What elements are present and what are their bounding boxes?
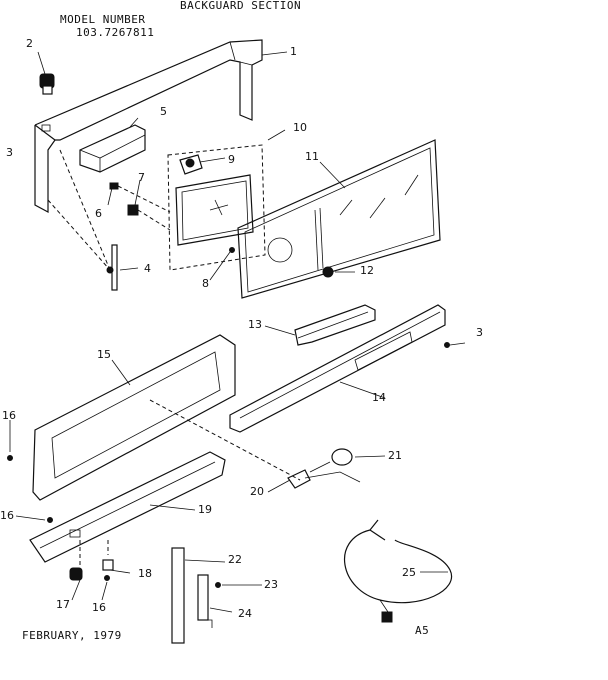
clock-assembly bbox=[167, 144, 266, 271]
callout-15: 15 bbox=[97, 348, 111, 361]
callout-17: 17 bbox=[56, 598, 70, 611]
callout-3-left: 3 bbox=[6, 146, 13, 159]
callout-1: 1 bbox=[290, 45, 297, 58]
callout-22: 22 bbox=[228, 553, 242, 566]
lamp-socket bbox=[287, 448, 361, 489]
callout-3-right: 3 bbox=[476, 326, 483, 339]
callout-24: 24 bbox=[238, 607, 252, 620]
side-strips bbox=[171, 547, 221, 644]
section-title: BACKGUARD SECTION bbox=[180, 0, 302, 12]
callout-5: 5 bbox=[160, 105, 167, 118]
callout-6: 6 bbox=[95, 207, 102, 220]
backguard-panel bbox=[34, 39, 263, 271]
model-label: MODEL NUMBER bbox=[60, 13, 146, 26]
callout-13: 13 bbox=[248, 318, 262, 331]
footer-code: A5 bbox=[415, 624, 430, 637]
lower-parts bbox=[69, 540, 114, 581]
bottom-bracket bbox=[29, 451, 226, 563]
callout-4: 4 bbox=[144, 262, 151, 275]
footer-date: FEBRUARY, 1979 bbox=[22, 629, 122, 642]
rear-panel bbox=[32, 334, 301, 501]
callout-7: 7 bbox=[138, 171, 145, 184]
callout-2: 2 bbox=[26, 37, 33, 50]
knob-12 bbox=[322, 266, 334, 278]
callout-16-mid: 16 bbox=[0, 509, 14, 522]
callout-9: 9 bbox=[228, 153, 235, 166]
knob-part bbox=[39, 73, 55, 95]
leader-lines bbox=[9, 51, 466, 613]
callout-19: 19 bbox=[198, 503, 212, 516]
clip-parts bbox=[109, 182, 171, 231]
handle-part bbox=[294, 304, 376, 346]
callout-25: 25 bbox=[402, 566, 416, 579]
control-strip bbox=[229, 304, 450, 433]
bracket-part bbox=[79, 124, 146, 173]
callout-8: 8 bbox=[202, 277, 209, 290]
callout-20: 20 bbox=[250, 485, 264, 498]
glass-panel bbox=[237, 139, 441, 299]
model-number: 103.7267811 bbox=[76, 26, 155, 39]
callout-14: 14 bbox=[372, 391, 386, 404]
callout-23: 23 bbox=[264, 578, 278, 591]
screw-parts bbox=[7, 455, 110, 581]
callout-18: 18 bbox=[138, 567, 152, 580]
callout-10: 10 bbox=[293, 121, 307, 134]
callout-12: 12 bbox=[360, 264, 374, 277]
power-cord bbox=[343, 519, 453, 623]
callout-21: 21 bbox=[388, 449, 402, 462]
strip-part bbox=[106, 244, 118, 291]
callout-16-bottom: 16 bbox=[92, 601, 106, 614]
callout-11: 11 bbox=[305, 150, 319, 163]
callout-16-top: 16 bbox=[2, 409, 16, 422]
